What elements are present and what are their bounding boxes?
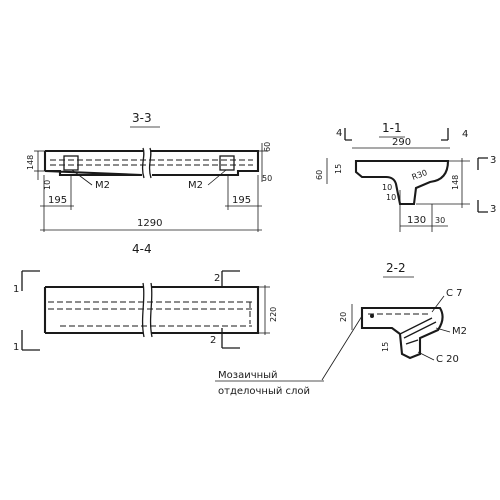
cut-mark-2-bottom: 2 [210,335,216,346]
embedded-plate-right [219,155,235,171]
dim-20: 20 [339,312,348,322]
leader-line [71,169,93,186]
dim-50: 50 [262,174,272,183]
cut-mark [221,328,240,349]
label-m2: M2 [452,326,467,337]
leader-line [431,295,445,313]
dim-148: 148 [451,175,460,190]
dim-148: 148 [26,155,35,170]
dim-30: 30 [435,216,445,225]
hatch-line [403,321,437,339]
cut-mark [21,330,40,351]
break-lines [141,282,153,338]
cut-mark [344,128,352,141]
dim-15: 15 [381,342,390,352]
beam-outline [43,285,260,335]
section-2-2-title: 2-2 [386,261,406,275]
section-profile [354,159,450,206]
leader-line [417,351,435,361]
rebar-dot [370,314,374,318]
cut-mark-4-left: 4 [336,128,342,139]
dim-60: 60 [263,142,272,152]
label-c20: C 20 [436,354,459,365]
label-m2-left: M2 [95,180,110,191]
section-3-3: 3-3 148 10 60 50 M2 M2 195 195 [26,111,272,232]
embedded-plate-left [63,155,79,171]
cut-mark-4-right: 4 [462,129,468,140]
dim-130: 130 [407,215,426,226]
label-c7: C 7 [446,288,463,299]
dim-60: 60 [315,170,324,180]
leader-line [321,315,363,381]
cut-mark [477,157,488,170]
section-1-1-title: 1-1 [382,121,402,135]
leader-line [207,169,227,186]
cut-mark-1-bottom: 1 [13,342,19,353]
hatch-line [399,317,433,335]
cut-mark [441,128,449,141]
dim-r30: R30 [411,168,429,182]
note-line-2: отделочный слой [218,386,310,397]
label-m2-right: M2 [188,180,203,191]
cut-mark [477,200,488,213]
hatch-line [405,339,419,345]
section-4-4-title: 4-4 [132,242,152,256]
cut-mark [21,270,40,291]
cut-mark-1-top: 1 [13,284,19,295]
section-4-4: 4-4 1 1 2 2 220 [13,242,278,353]
break-lines [141,147,152,179]
dim-195-left: 195 [48,195,67,206]
dim-1290: 1290 [137,218,162,229]
cut-mark-3-bottom: 3 [490,204,496,215]
dim-290: 290 [392,137,411,148]
leader-line [435,327,451,333]
dim-10b: 10 [386,193,396,202]
section-3-3-title: 3-3 [132,111,152,125]
dim-10: 10 [43,180,52,190]
beam-outline [43,149,260,177]
note-line-1: Мозаичный [218,370,278,381]
section-2-2: 2-2 C 7 M2 C 20 20 15 [321,261,467,381]
dim-10a: 10 [382,183,392,192]
dim-220: 220 [269,307,278,322]
section-1-1: 1-1 4 4 290 R30 60 15 10 10 148 3 3 [315,121,496,232]
dim-195-right: 195 [232,195,251,206]
cut-mark-3-top: 3 [490,155,496,166]
dim-15: 15 [334,164,343,174]
note-finishing-layer: Мозаичный отделочный слой [215,370,324,397]
cut-mark-2-top: 2 [214,273,220,284]
cut-mark [221,270,240,288]
